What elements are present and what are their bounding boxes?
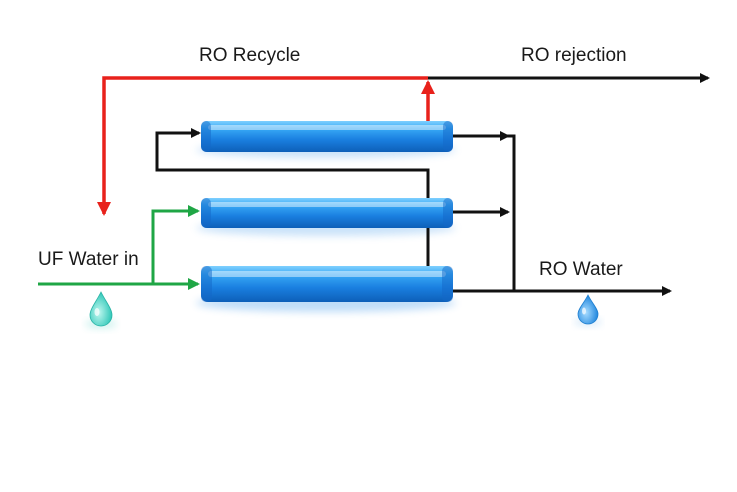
ro-water-label: RO Water [539, 259, 623, 280]
membrane-top [201, 121, 453, 152]
ro-recycle-return-line [97, 76, 428, 216]
ro-rejection-label: RO rejection [521, 45, 627, 66]
uf-water-in-label: UF Water in [38, 249, 139, 270]
membrane-bottom [201, 266, 453, 302]
collector-manifold-line [480, 134, 516, 291]
ro-recycle-label: RO Recycle [199, 45, 301, 66]
water-drop-icon [85, 291, 117, 328]
water-drop-icon [574, 294, 602, 326]
middle-feed-branch-line [151, 205, 200, 284]
membrane-middle [201, 198, 453, 228]
